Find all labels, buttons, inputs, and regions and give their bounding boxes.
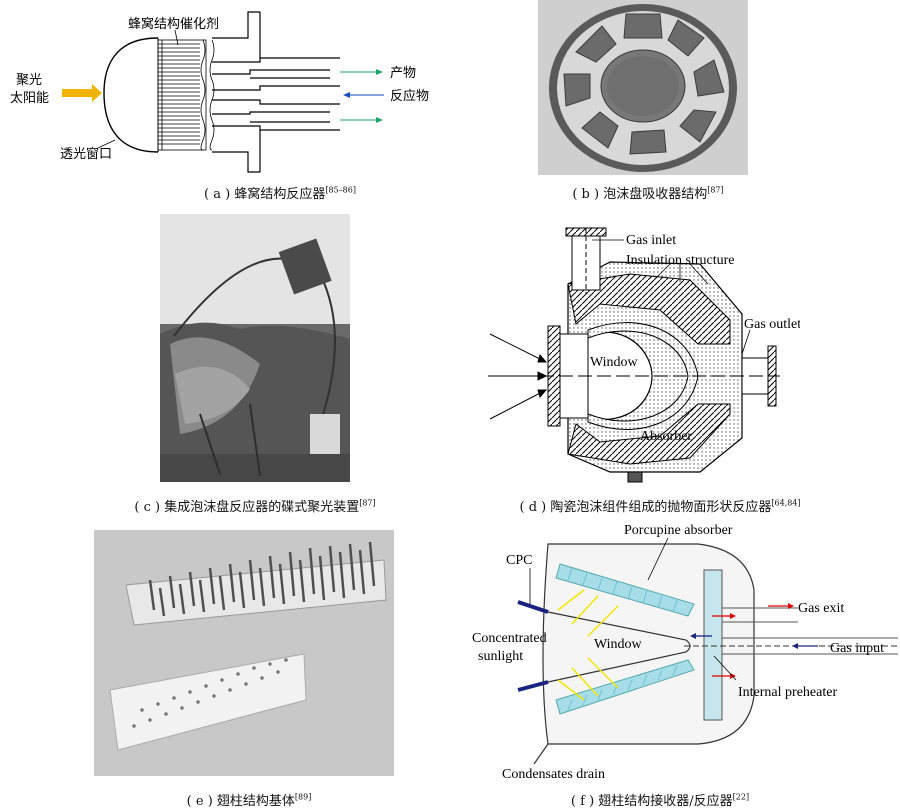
caption-f-text: ( f ) 翅柱结构接收器/反应器 [570, 794, 733, 809]
caption-d: ( d ) 陶瓷泡沫组件组成的抛物面形状反应器[64,84] [490, 496, 830, 515]
solar-arrow [62, 84, 102, 102]
label-sunlight: sunlight [478, 649, 523, 664]
label-window: 透光窗口 [60, 146, 112, 162]
absorber [587, 322, 699, 430]
caption-f: ( f ) 翅柱结构接收器/反应器[22] [540, 790, 780, 809]
transparent-window [103, 37, 159, 153]
caption-b-ref: [87] [707, 185, 724, 195]
caption-e: ( e ) 翅柱结构基体[89] [174, 790, 324, 809]
caption-e-ref: [89] [294, 792, 312, 802]
reactor-housing [212, 11, 340, 173]
flow-arrows [340, 69, 384, 123]
cpc-lower [517, 680, 549, 692]
label-window: Window [590, 355, 639, 370]
caption-d-ref: [64,84] [771, 498, 801, 508]
caption-a-text: ( a ) 蜂窝结构反应器 [204, 187, 326, 202]
label-window: Window [594, 637, 643, 652]
cpc-upper [517, 600, 549, 614]
porcupine-receiver-diagram: Porcupine absorber CPC Gas exit Concentr… [472, 523, 898, 782]
label-reactant: 反应物 [390, 88, 429, 104]
absorber-lower [555, 659, 695, 715]
caption-d-text: ( d ) 陶瓷泡沫组件组成的抛物面形状反应器 [519, 500, 772, 515]
label-gas-input: Gas input [830, 641, 884, 656]
label-product: 产物 [390, 66, 416, 81]
honeycomb-catalyst [157, 39, 215, 151]
caption-b: ( b ) 泡沫盘吸收器结构[87] [558, 183, 738, 202]
caption-c-ref: [87] [359, 498, 376, 508]
label-porcupine: Porcupine absorber [624, 523, 733, 538]
label-solar-line1: 聚光 [16, 73, 42, 88]
dish-concentrator-photo [160, 214, 350, 482]
caption-c-text: ( c ) 集成泡沫盘反应器的碟式聚光装置 [134, 500, 360, 515]
parabolic-reactor-diagram: Gas inlet Insulation structure Gas outle… [488, 227, 800, 483]
label-gas-inlet: Gas inlet [626, 233, 676, 248]
pin-fin-substrate-photo [94, 530, 394, 776]
label-cpc: CPC [506, 553, 532, 568]
honeycomb-reactor-diagram: 蜂窝结构催化剂 聚光 太阳能 透光窗口 产物 反应物 [10, 11, 429, 173]
label-concentrated: Concentrated [472, 631, 547, 646]
label-absorber: Absorber [640, 429, 692, 444]
label-gas-outlet: Gas outlet [744, 317, 800, 332]
label-preheater: Internal preheater [738, 685, 837, 700]
caption-f-ref: [22] [732, 792, 750, 802]
caption-c: ( c ) 集成泡沫盘反应器的碟式聚光装置[87] [105, 496, 405, 515]
foam-disc-photo [538, 0, 748, 175]
label-insulation: Insulation structure [626, 253, 734, 268]
caption-a-ref: [85–86] [325, 185, 356, 195]
label-drain: Condensates drain [502, 767, 605, 782]
caption-b-text: ( b ) 泡沫盘吸收器结构 [572, 187, 708, 202]
label-solar-line2: 太阳能 [10, 91, 49, 106]
label-gas-exit: Gas exit [798, 601, 844, 616]
label-catalyst: 蜂窝结构催化剂 [128, 16, 219, 32]
caption-a: ( a ) 蜂窝结构反应器[85–86] [160, 183, 400, 202]
caption-e-text: ( e ) 翅柱结构基体 [186, 794, 295, 809]
